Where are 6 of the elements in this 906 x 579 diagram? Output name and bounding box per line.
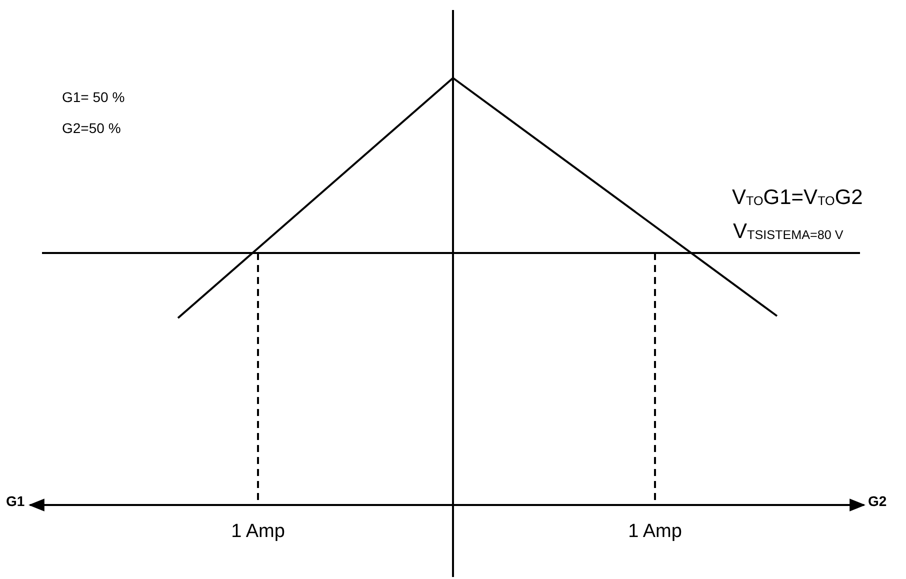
current-value-label: 1 Amp [231,522,285,543]
current-value-label: 1 Amp [628,522,682,543]
percentage-note: G2=50 % [62,121,121,136]
percentage-note: G1= 50 % [62,90,125,106]
axis-label: G1 [6,494,25,510]
axis-label: G2 [868,494,887,510]
